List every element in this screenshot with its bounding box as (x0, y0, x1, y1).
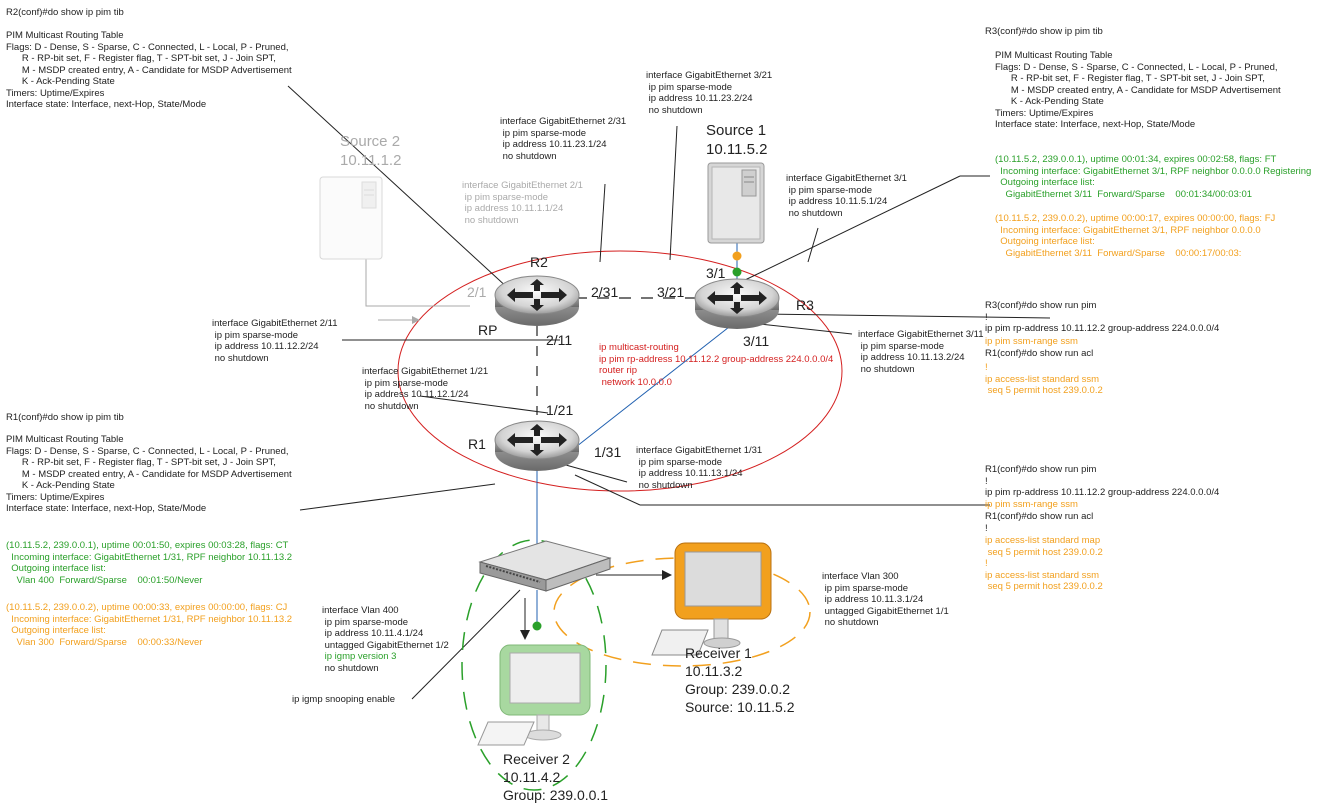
r3-tib-command: R3(conf)#do show ip pim tib (985, 26, 1103, 37)
igmp-snooping-label: ip igmp snooping enable (292, 694, 395, 705)
source1-server-icon (707, 162, 765, 244)
receiver2-label: Receiver 2 10.11.4.2 Group: 239.0.0.1 (503, 751, 609, 803)
r3-run-config: R3(conf)#do show run pim ! ip pim rp-add… (985, 300, 1220, 334)
receiver1-group-ellipse (553, 557, 811, 667)
r1-run-config: R1(conf)#do show run pim ! ip pim rp-add… (985, 464, 1220, 498)
iface-r2-2-1: interface GigabitEthernet 2/1 ip pim spa… (462, 180, 583, 226)
pim-domain-ellipse (397, 250, 843, 492)
receiver2-computer-icon (477, 644, 591, 746)
rp-label: RP (478, 322, 498, 338)
source2-server-icon (319, 176, 383, 260)
source1-ip: 10.11.5.2 (706, 141, 768, 158)
r3-run-acl-command: R1(conf)#do show run acl (985, 348, 1094, 359)
router-r3-icon (694, 278, 780, 329)
iface-vlan400: interface Vlan 400 ip pim sparse-mode ip… (322, 605, 449, 651)
r3-run-acl: ! ip access-list standard ssm seq 5 perm… (985, 362, 1103, 396)
iface-vlan400-noshut: no shutdown (322, 663, 379, 674)
port-2-11-label: 2/11 (546, 332, 573, 348)
r1-tib-entry-orange: (10.11.5.2, 239.0.0.2), uptime 00:00:33,… (6, 602, 293, 648)
receiver1-computer-icon (651, 542, 772, 656)
orange-dot-source1 (732, 251, 742, 261)
router-r1-icon (494, 420, 580, 471)
router-r3-label: R3 (796, 297, 814, 313)
port-1-31-label: 1/31 (594, 444, 622, 460)
green-dot-source1 (732, 267, 742, 277)
network-links (365, 230, 739, 640)
port-2-1-label: 2/1 (467, 284, 487, 300)
receiver1-label: Receiver 1 10.11.3.2 Group: 239.0.0.2 So… (685, 645, 795, 715)
r1-run-acl-command: R1(conf)#do show run acl ! (985, 511, 1094, 534)
source2-ip: 10.11.1.2 (340, 152, 402, 169)
iface-r3-3-21: interface GigabitEthernet 3/21 ip pim sp… (646, 70, 773, 116)
router-r2-label: R2 (530, 254, 548, 270)
port-1-21-label: 1/21 (546, 402, 574, 418)
iface-r1-1-31: interface GigabitEthernet 1/31 ip pim sp… (636, 445, 763, 491)
r3-tib-entry-green: (10.11.5.2, 239.0.0.1), uptime 00:01:34,… (995, 154, 1312, 200)
r1-run-ssm-range: ip pim ssm-range ssm (985, 499, 1078, 510)
r1-tib-command: R1(conf)#do show ip pim tib (6, 412, 124, 423)
source2-name: Source 2 (340, 133, 401, 150)
r3-tib-table: PIM Multicast Routing Table Flags: D - D… (995, 50, 1281, 130)
iface-vlan400-igmp: ip igmp version 3 (322, 651, 397, 662)
r3-tib-entry-orange: (10.11.5.2, 239.0.0.2), uptime 00:00:17,… (995, 213, 1276, 259)
green-dot-receiver2 (532, 621, 542, 631)
port-2-31-label: 2/31 (591, 284, 619, 300)
receiver2-group-ellipse (461, 539, 607, 791)
r3-run-ssm-range: ip pim ssm-range ssm (985, 336, 1078, 347)
iface-r3-3-1: interface GigabitEthernet 3/1 ip pim spa… (786, 173, 907, 219)
port-3-1-label: 3/1 (706, 265, 726, 281)
r2-tib-table: PIM Multicast Routing Table Flags: D - D… (6, 30, 292, 110)
iface-r1-1-21: interface GigabitEthernet 1/21 ip pim sp… (362, 366, 489, 412)
r2-tib-command: R2(conf)#do show ip pim tib (6, 7, 124, 18)
iface-r3-3-11: interface GigabitEthernet 3/11 ip pim sp… (858, 329, 984, 375)
router-r2-icon (494, 275, 580, 326)
router-r1-label: R1 (468, 436, 486, 452)
r1-run-acl: ip access-list standard map seq 5 permit… (985, 535, 1103, 592)
switch-icon (478, 540, 612, 592)
iface-r2-2-31: interface GigabitEthernet 2/31 ip pim sp… (500, 116, 627, 162)
r1-tib-entry-green: (10.11.5.2, 239.0.0.1), uptime 00:01:50,… (6, 540, 293, 586)
r1-tib-table: PIM Multicast Routing Table Flags: D - D… (6, 434, 292, 514)
iface-r2-2-11: interface GigabitEthernet 2/11 ip pim sp… (212, 318, 338, 364)
port-3-11-label: 3/11 (743, 333, 770, 349)
rp-config: ip multicast-routing ip pim rp-address 1… (599, 342, 834, 388)
source1-name: Source 1 (706, 122, 767, 139)
port-3-21-label: 3/21 (657, 284, 685, 300)
iface-vlan300: interface Vlan 300 ip pim sparse-mode ip… (822, 571, 949, 628)
leader-lines (287, 85, 1051, 700)
